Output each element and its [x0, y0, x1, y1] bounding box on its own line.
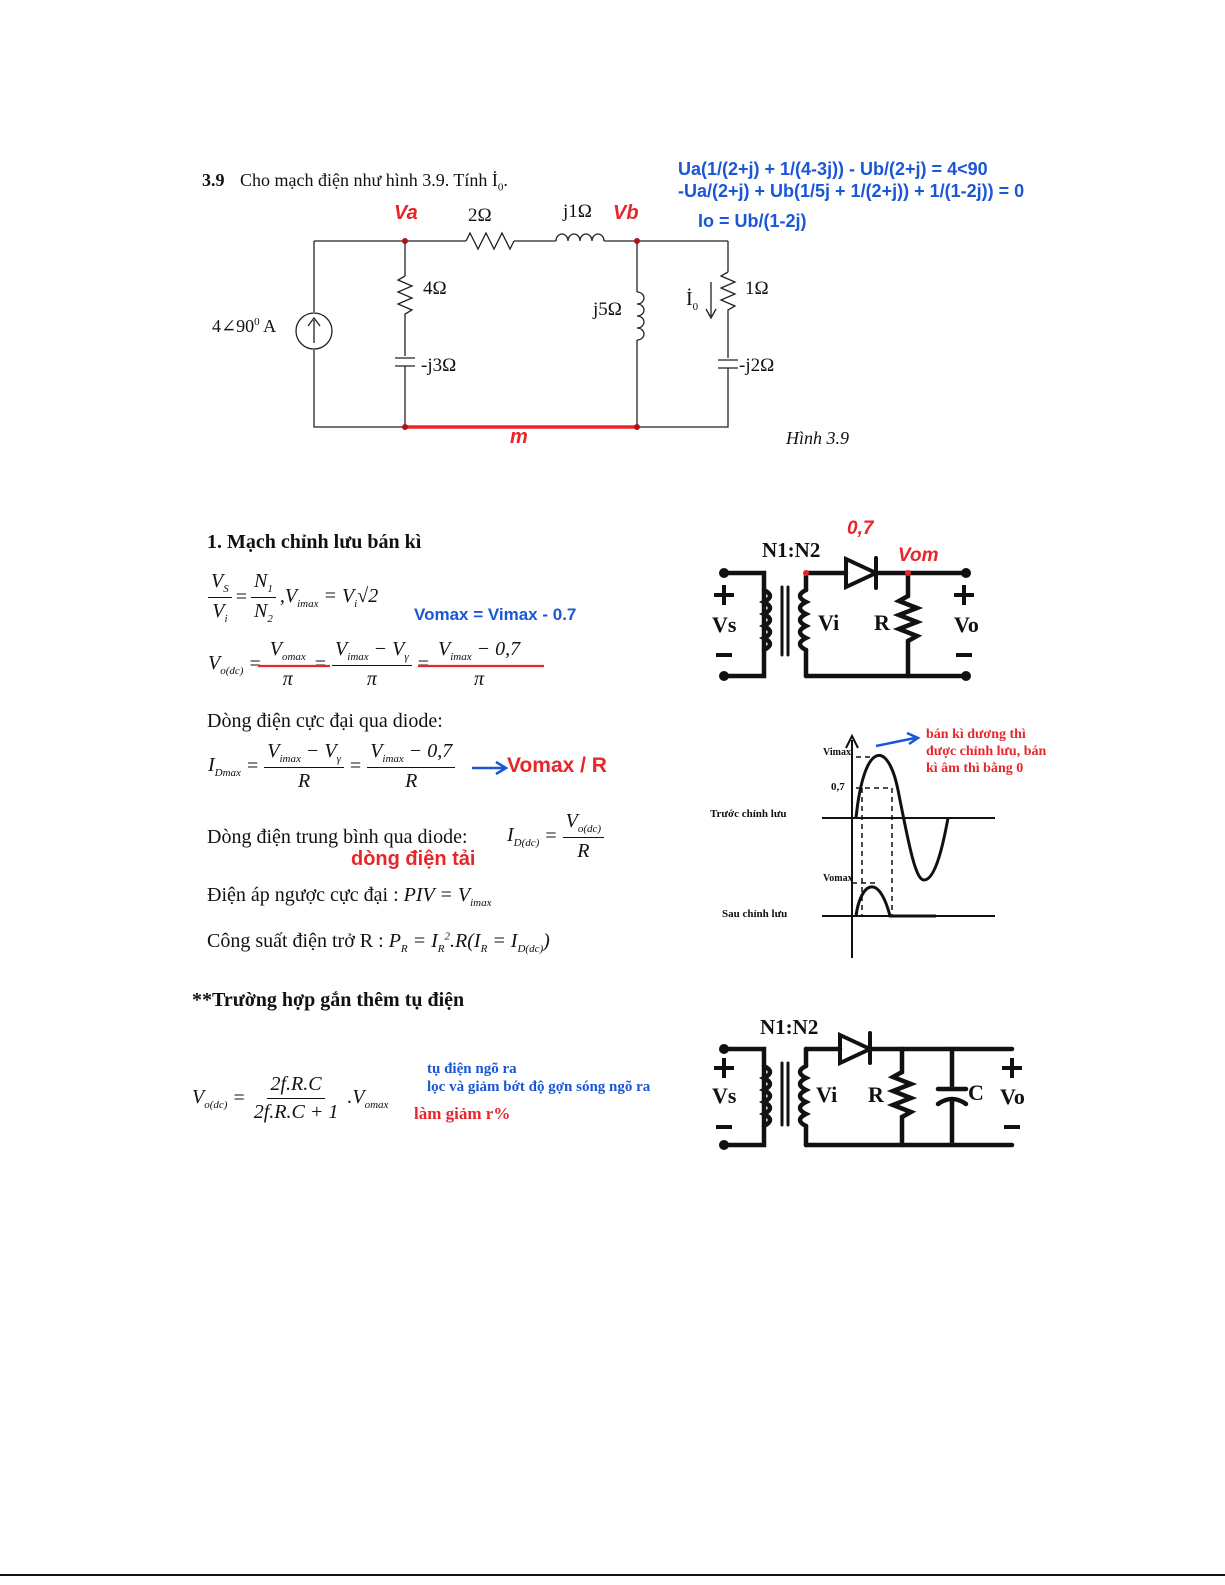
vi-label: Vi: [818, 610, 840, 635]
half-wave-circuit-diagram: [714, 555, 974, 681]
level-07-label: 0,7: [831, 781, 845, 793]
vimax-tick-label: Vimax: [823, 747, 851, 758]
red-underline: [258, 664, 544, 668]
cap-turns-ratio-label: N1:N2: [760, 1015, 819, 1039]
vom-label: Vom: [898, 545, 939, 566]
half-cycle-note: bán kì dương thì được chỉnh lưu, bán kì …: [926, 727, 1047, 776]
current-equation: Io = Ub/(1-2j): [698, 211, 807, 231]
vo-label: Vo: [954, 612, 979, 637]
section-heading: 1. Mạch chỉnh lưu bán kì: [207, 531, 422, 553]
r-label: R: [874, 610, 890, 635]
page-bottom-rule: [0, 1574, 1225, 1576]
power-label: Công suất điện trở R : PR = IR2.R(IR = I…: [207, 930, 550, 955]
vomax-note: Vomax = Vimax - 0.7: [414, 605, 577, 624]
cap-c-label: C: [968, 1080, 984, 1105]
vs-label: Vs: [712, 612, 737, 637]
node-va-label: Va: [394, 202, 418, 224]
resistor-2-ohm: [465, 231, 515, 251]
arrow-to-vomax-r: [472, 760, 509, 776]
problem-number: 3.9: [202, 170, 225, 190]
reference-node-label: m: [510, 426, 528, 448]
cap-vs-label: Vs: [712, 1083, 737, 1108]
rectifier-waveform: [822, 731, 995, 958]
capacitor-case-heading: **Trường hợp gắn thêm tụ điện: [192, 989, 465, 1011]
current-source-symbol: [295, 312, 333, 350]
capacitor-note-1: tụ điện ngõ ra: [427, 1061, 517, 1077]
max-diode-current-label: Dòng điện cực đại qua diode:: [207, 710, 443, 732]
label-1-ohm: 1Ω: [745, 278, 769, 299]
inductor-j1: [555, 233, 605, 242]
node-vb-label: Vb: [613, 202, 639, 224]
circuit-3-9-diagram: [295, 231, 738, 430]
vomax-tick-label: Vomax: [823, 873, 853, 884]
figure-caption: Hình 3.9: [786, 428, 849, 448]
label-4-ohm: 4Ω: [423, 278, 447, 299]
cap-r-label: R: [868, 1082, 884, 1107]
label-2-ohm: 2Ω: [468, 205, 492, 226]
piv-label: Điện áp ngược cực đại : PIV = Vimax: [207, 884, 492, 909]
label-minus-j3-ohm: -j3Ω: [421, 355, 457, 376]
diode-drop-label: 0,7: [847, 518, 874, 539]
problem-prompt: Cho mạch điện như hình 3.9. Tính İ0.: [240, 170, 508, 194]
capacitor-note-2: lọc và giảm bớt độ gợn sóng ngõ ra: [427, 1079, 651, 1095]
avg-diode-current-label: Dòng điện trung bình qua diode:: [207, 826, 468, 848]
before-rectification-label: Trước chỉnh lưu: [710, 808, 787, 820]
after-rectification-label: Sau chỉnh lưu: [722, 908, 788, 920]
turns-ratio-label: N1:N2: [762, 538, 821, 562]
label-i0: İ0: [686, 288, 699, 313]
label-j1-ohm: j1Ω: [563, 201, 592, 222]
cap-vi-label: Vi: [816, 1082, 838, 1107]
node-equation-b: -Ua/(2+j) + Ub(1/5j + 1/(2+j)) + 1/(1-2j…: [678, 181, 1025, 201]
label-minus-j2-ohm: -j2Ω: [739, 355, 775, 376]
vomax-over-r: Vomax / R: [507, 754, 607, 777]
inductor-j5: [636, 291, 645, 341]
cap-vo-label: Vo: [1000, 1084, 1025, 1109]
label-j5-ohm: j5Ω: [593, 299, 622, 320]
source-value: 4∠900 A: [212, 316, 277, 336]
node-equation-a: Ua(1/(2+j) + 1/(4-3j)) - Ub/(2+j) = 4<90: [678, 159, 988, 179]
capacitor-circuit-diagram: [714, 1031, 1022, 1150]
load-current-note: dòng điện tải: [351, 848, 476, 870]
capacitor-note-3: làm giảm r%: [414, 1104, 511, 1123]
avg-diode-current-formula: ID(dc) = Vo(dc)R: [507, 810, 605, 863]
